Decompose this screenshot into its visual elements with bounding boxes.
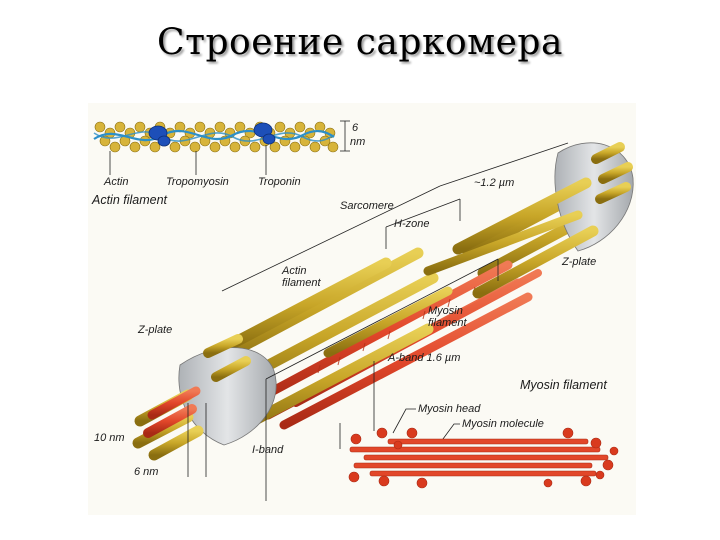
label-six-nm-bottom: 6 nm	[134, 466, 158, 478]
actin-rods-front	[220, 177, 599, 435]
actin-stubs-right	[591, 142, 633, 204]
tropomyosin-strand	[93, 129, 335, 142]
label-myosin-molecule: Myosin molecule	[462, 418, 544, 430]
label-actin-filament-2: filament	[282, 277, 321, 289]
label-a-band: A-band 1.6 µm	[387, 352, 460, 364]
label-myosin-filament-caption: Myosin filament	[520, 378, 607, 392]
slide-title: Строение саркомера	[157, 22, 563, 63]
myosin-rods	[349, 438, 609, 477]
left-end-stubs	[132, 334, 251, 461]
label-myosin-filament-1: Myosin	[428, 305, 463, 317]
label-myosin-filament-2: filament	[428, 317, 467, 329]
label-i-band: I-band	[252, 444, 284, 456]
label-nm-top: nm	[350, 136, 365, 148]
sarcomere-diagram: Actin Tropomyosin Troponin Actin filamen…	[91, 120, 634, 501]
label-actin-filament-1: Actin	[281, 265, 306, 277]
actin-filament-inset: Actin Tropomyosin Troponin Actin filamen…	[91, 120, 365, 207]
dimension-lines	[187, 142, 569, 501]
troponin-complex	[148, 122, 276, 147]
label-actin: Actin	[103, 176, 128, 188]
label-z-plate-right: Z-plate	[561, 256, 596, 268]
label-sarcomere: Sarcomere	[340, 200, 394, 212]
label-actin-filament-caption: Actin filament	[91, 193, 168, 207]
myosin-heads	[348, 427, 619, 489]
sarcomere-figure: Actin Tropomyosin Troponin Actin filamen…	[88, 103, 636, 515]
label-ten-nm: 10 nm	[94, 432, 125, 444]
label-troponin: Troponin	[258, 176, 301, 188]
label-z-plate-left: Z-plate	[137, 324, 172, 336]
label-sarcomere-length: ~1.2 µm	[474, 177, 514, 189]
label-tropomyosin: Tropomyosin	[166, 176, 229, 188]
label-h-zone: H-zone	[394, 218, 429, 230]
label-myosin-head: Myosin head	[418, 403, 481, 415]
myosin-filament-inset: Myosin filament Myosin head Myosin molec…	[348, 378, 619, 489]
label-six-top: 6	[352, 122, 359, 134]
sarcomere-model	[132, 142, 634, 461]
tropomyosin-strand-2	[93, 131, 335, 142]
